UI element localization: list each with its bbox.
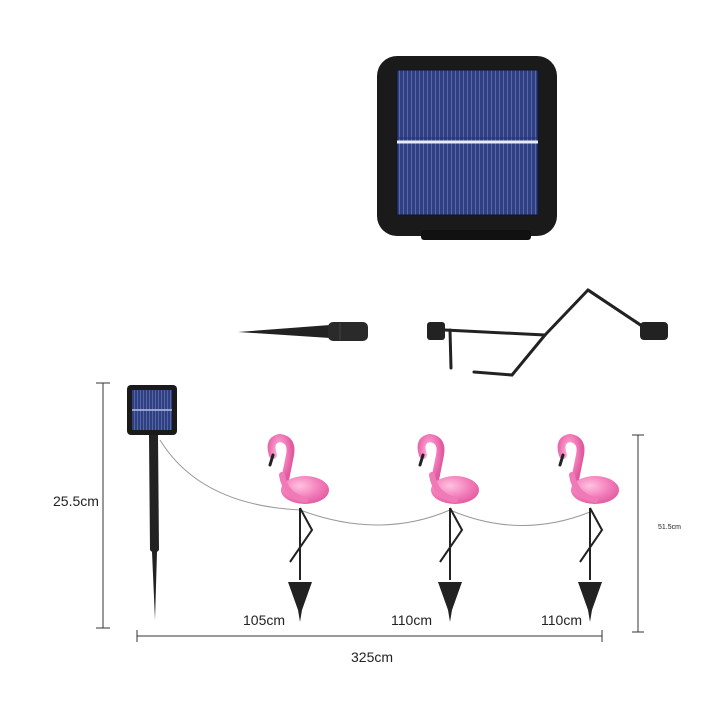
gap-label-1: 105cm [243,612,286,628]
connecting-cable [159,439,591,526]
large-solar-panel [377,56,557,240]
small-solar-panel-stake [127,385,177,620]
flamingo-light-1 [267,433,329,622]
flamingo-light-3 [557,433,619,622]
flamingo-leg-frame-part [427,288,668,377]
height-label-panel-stake: 25.5cm [53,493,99,509]
gap-label-2: 110cm [391,612,432,628]
total-length-label: 325cm [351,649,394,665]
ground-stake-part [238,322,368,341]
gap-label-3: 110cm [541,612,582,628]
flamingo-light-2 [417,433,479,622]
dimension-lines [96,382,644,642]
height-label-flamingo: 51.5cm [658,524,681,531]
